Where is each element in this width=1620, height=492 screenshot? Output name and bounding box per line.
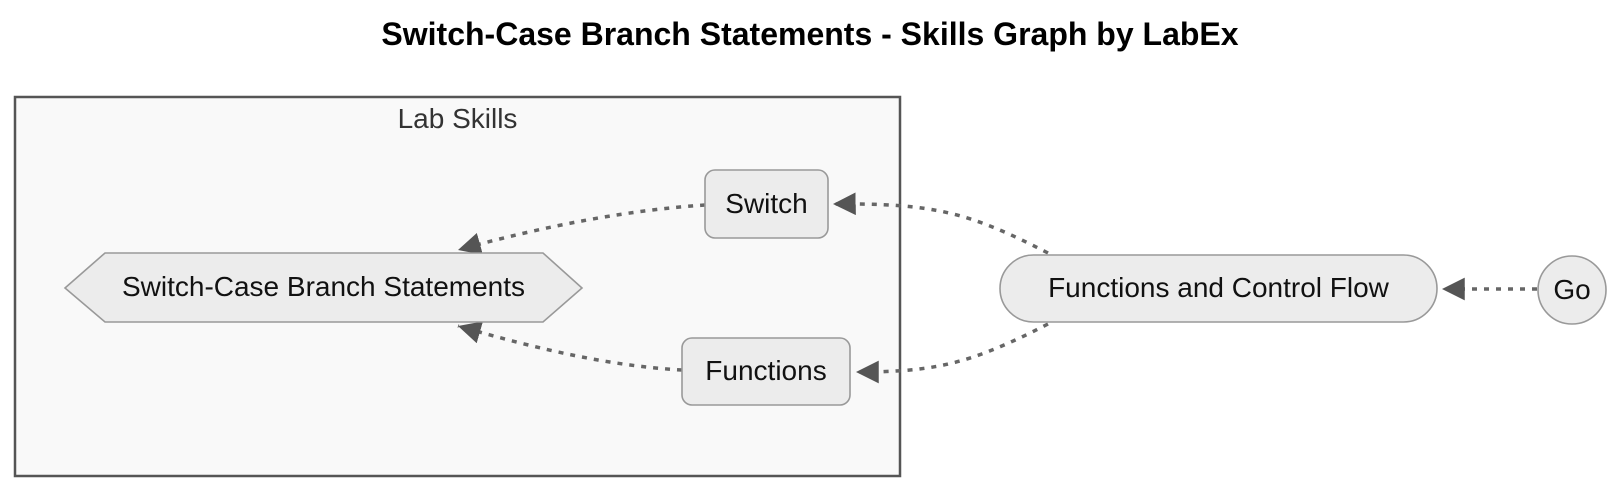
node-switch: [704, 169, 829, 239]
node-functions-control-flow: [999, 254, 1438, 323]
node-functions: [681, 337, 851, 406]
edge-switch-to-switch-case: [457, 203, 706, 255]
cluster-label: Lab Skills: [397, 103, 518, 134]
node-switch-case-hexagon: [63, 252, 584, 323]
diagram-title: Switch-Case Branch Statements - Skills G…: [381, 16, 1239, 52]
edge-functions-to-switch-case: [457, 321, 683, 372]
node-go: [1537, 255, 1607, 325]
